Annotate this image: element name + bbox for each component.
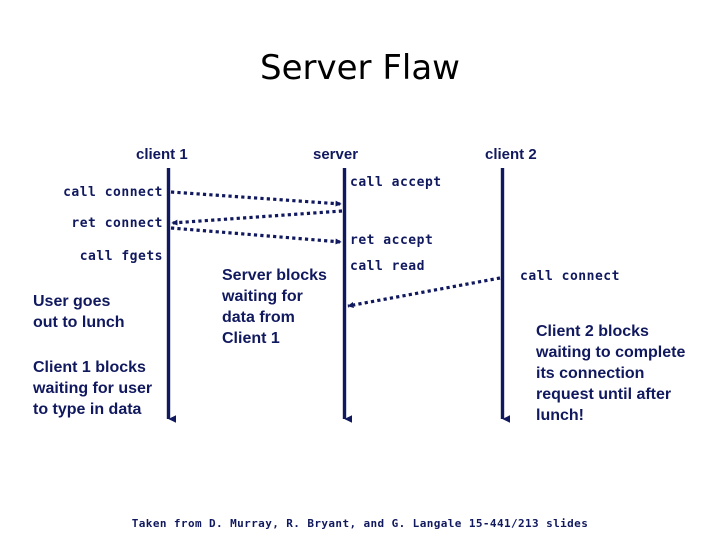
message-client1-to-server-connect [170,190,342,207]
label-server-call-read: call read [350,259,425,274]
lane-header-client2: client 2 [485,146,537,163]
label-client2-call-connect: call connect [520,269,620,284]
label-server-call-accept: call accept [350,175,442,190]
note-client1-user-lunch: User goes out to lunch [33,293,125,331]
label-client1-call-connect: call connect [63,185,163,200]
message-client2-to-server-connect [347,276,501,308]
message-server-to-client1-ack [171,209,343,226]
label-client1-call-fgets: call fgets [79,249,163,264]
lane-header-server: server [313,146,359,163]
note-server-blocks: Server blocks waiting for data from Clie… [222,267,327,347]
attribution-footer: Taken from D. Murray, R. Bryant, and G. … [131,517,589,530]
label-server-ret-accept: ret accept [350,233,434,248]
lane-header-client1: client 1 [136,146,188,163]
note-client1-blocks: Client 1 blocks waiting for user to type… [33,359,153,418]
message-client1-to-server-ack [170,226,342,245]
label-client1-ret-connect: ret connect [71,216,163,231]
note-client2-blocks: Client 2 blocks waiting to complete its … [536,323,686,424]
page-title: Server Flaw [260,48,460,88]
